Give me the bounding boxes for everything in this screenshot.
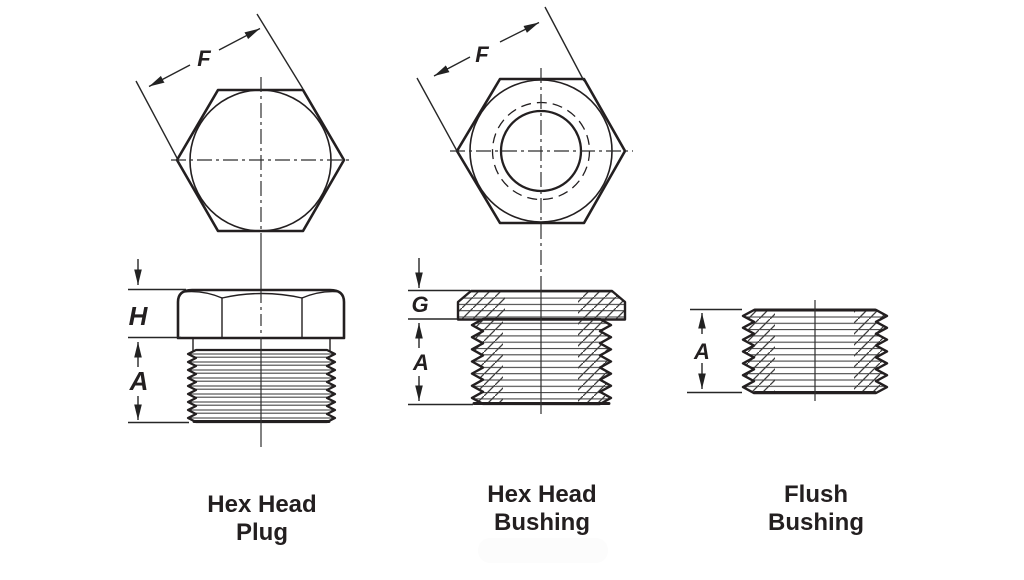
label-f-bushing: F xyxy=(475,42,489,67)
flush-caption: Flush Bushing xyxy=(768,481,864,536)
label-h: H xyxy=(129,301,149,331)
caption-line: Flush xyxy=(784,481,848,508)
label-a-bushing: A xyxy=(412,350,429,375)
extension-line xyxy=(256,13,304,90)
label-f-plug: F xyxy=(197,46,211,71)
extension-line xyxy=(416,77,458,152)
flush-a-dimension: A xyxy=(687,308,742,394)
label-g: G xyxy=(411,292,428,317)
flush-side-view xyxy=(741,300,889,401)
dimension-arrow xyxy=(218,27,261,51)
caption-line: Hex Head xyxy=(487,481,596,508)
extension-line xyxy=(544,6,585,82)
caption-line: Plug xyxy=(236,519,288,546)
bushing-f-dimension: F xyxy=(416,6,585,152)
plug-hexagon xyxy=(175,88,346,233)
plug-head-facet-lines xyxy=(221,297,303,339)
label-a-flush: A xyxy=(693,339,710,364)
label-a-plug: A xyxy=(129,366,149,396)
plug-f-dimension: F xyxy=(135,13,304,159)
flush-bushing-figure: A Flush Bushing xyxy=(687,300,889,536)
bushing-caption: Hex Head Bushing xyxy=(487,481,596,536)
dimension-arrow xyxy=(148,64,191,88)
bushing-side-view xyxy=(456,68,627,414)
caption-line: Hex Head xyxy=(207,491,316,518)
plug-head xyxy=(176,288,346,340)
plug-head-chamfer-arcs xyxy=(183,290,341,299)
plug-neck-lines xyxy=(192,337,331,352)
plug-caption: Hex Head Plug xyxy=(207,491,316,546)
dimension-arrow xyxy=(499,21,540,43)
plug-h-a-dimensions: H A xyxy=(128,259,189,424)
caption-line: Bushing xyxy=(768,509,864,536)
caption-line: Bushing xyxy=(494,509,590,536)
extension-line xyxy=(135,80,178,159)
dimension-arrow xyxy=(433,56,471,77)
scan-artifact xyxy=(478,538,608,563)
plug-side-view xyxy=(176,77,346,447)
hex-head-bushing-figure: F G A xyxy=(408,6,633,536)
bushing-g-a-dimensions: G A xyxy=(408,258,473,406)
hex-head-plug-figure: F H A Hex Head Plug xyxy=(128,13,351,546)
